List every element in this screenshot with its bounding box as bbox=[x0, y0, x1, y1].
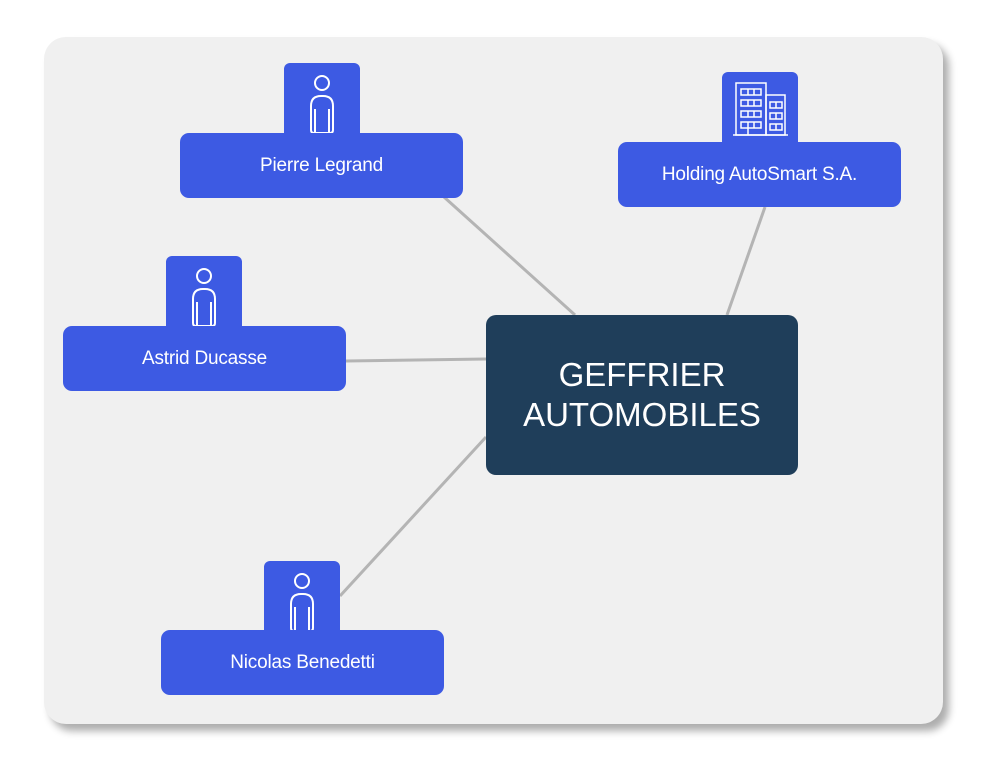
node-icon-tab-holding-autosmart[interactable] bbox=[722, 72, 798, 152]
node-nicolas-benedetti[interactable]: Nicolas Benedetti bbox=[161, 630, 444, 695]
node-pierre-legrand[interactable]: Pierre Legrand bbox=[180, 133, 463, 198]
node-icon-tab-nicolas-benedetti[interactable] bbox=[264, 561, 340, 641]
node-icon-tab-astrid-ducasse[interactable] bbox=[166, 256, 242, 336]
person-icon bbox=[310, 75, 334, 134]
center-label-line1: GEFFRIER bbox=[558, 356, 726, 393]
connector-astrid-ducasse bbox=[345, 357, 487, 363]
building-icon bbox=[733, 82, 788, 136]
center-label-line2: AUTOMOBILES bbox=[523, 396, 761, 433]
person-icon bbox=[192, 268, 216, 327]
connector-holding-autosmart bbox=[725, 206, 767, 316]
node-label: Nicolas Benedetti bbox=[230, 651, 375, 673]
connector-nicolas-benedetti bbox=[338, 435, 488, 598]
connector-pierre-legrand bbox=[442, 195, 577, 317]
node-holding-autosmart[interactable]: Holding AutoSmart S.A. bbox=[618, 142, 901, 207]
center-node-geffrier-automobiles[interactable]: GEFFRIER AUTOMOBILES bbox=[486, 315, 798, 475]
node-label: Astrid Ducasse bbox=[142, 347, 267, 369]
person-icon bbox=[290, 573, 314, 632]
node-label: Holding AutoSmart S.A. bbox=[661, 163, 858, 185]
node-icon-tab-pierre-legrand[interactable] bbox=[284, 63, 360, 143]
node-label: Pierre Legrand bbox=[260, 154, 383, 176]
node-astrid-ducasse[interactable]: Astrid Ducasse bbox=[63, 326, 346, 391]
